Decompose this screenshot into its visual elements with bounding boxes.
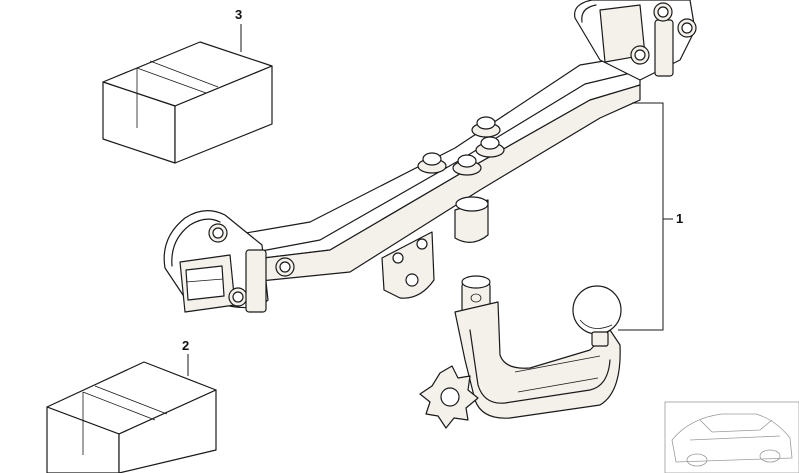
detachable-ball-neck: [419, 275, 622, 429]
bracket-bolt: [677, 18, 697, 38]
callout-label-1: 1: [676, 211, 684, 226]
mounting-plate: [381, 231, 435, 299]
parts-box-2: [46, 361, 217, 473]
beam-bolt: [471, 116, 501, 138]
callout-label-2: 2: [182, 338, 190, 353]
beam-bolt: [452, 154, 482, 176]
left-mounting-bracket: [163, 210, 295, 313]
beam-bolt: [475, 136, 505, 158]
callout-label-3: 3: [235, 7, 243, 22]
bracket-bolt: [653, 2, 673, 22]
right-mounting-bracket: [574, 0, 697, 81]
callout-1-leader: [618, 102, 664, 331]
tow-hitch-crossbeam: [204, 54, 641, 299]
vehicle-thumbnail: [664, 401, 799, 473]
star-knob: [419, 365, 479, 429]
hitch-socket: [454, 196, 489, 243]
beam-bolt: [417, 152, 447, 174]
bracket-bolt: [630, 45, 650, 65]
bracket-bolt: [228, 287, 248, 307]
bracket-bolt: [275, 257, 295, 277]
bracket-bolt: [208, 223, 228, 243]
parts-box-3: [102, 41, 273, 164]
